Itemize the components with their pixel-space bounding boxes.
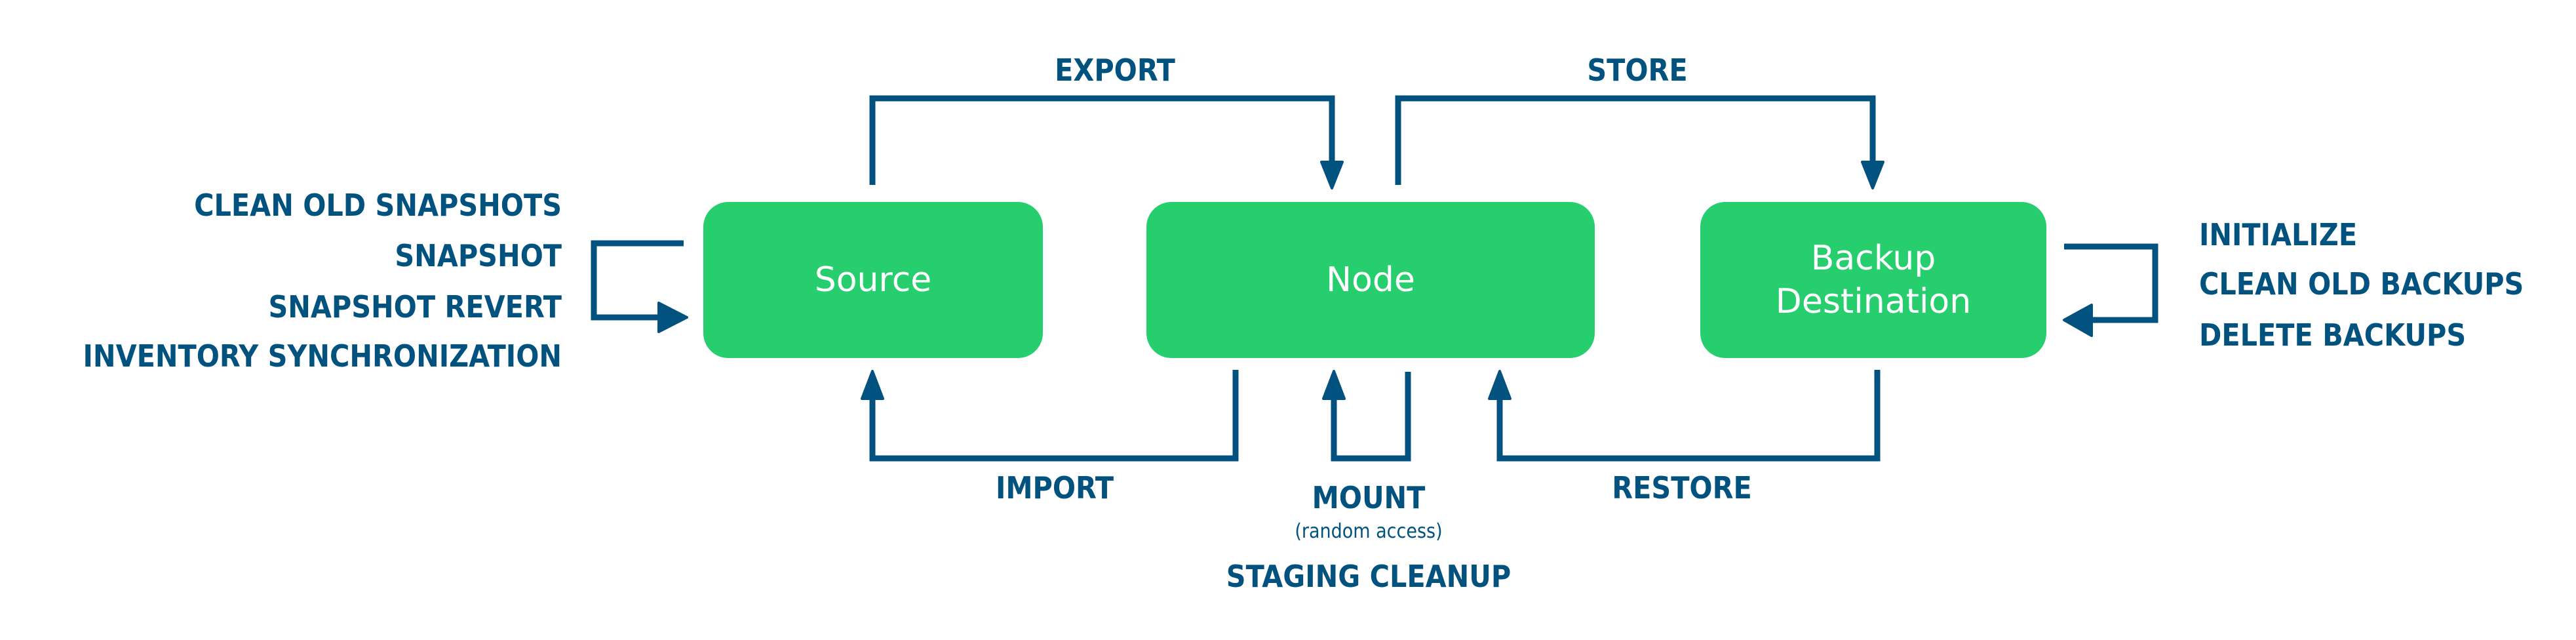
backup-op-delete-backups: DELETE BACKUPS xyxy=(2199,317,2467,353)
source-op-inventory-sync: INVENTORY SYNCHRONIZATION xyxy=(83,338,562,374)
backup-node-label-line2: Destination xyxy=(1775,282,1972,321)
mount-note-label: (random access) xyxy=(1295,520,1443,543)
staging-cleanup-label: STAGING CLEANUP xyxy=(1226,559,1512,594)
source-op-snapshot: SNAPSHOT xyxy=(395,238,562,273)
mount-arrowhead-icon xyxy=(1322,370,1346,400)
source-op-clean-old-snapshots: CLEAN OLD SNAPSHOTS xyxy=(194,188,562,223)
export-connector xyxy=(869,95,1335,185)
mount-label: MOUNT xyxy=(1312,480,1426,515)
backup-op-clean-old-backups: CLEAN OLD BACKUPS xyxy=(2199,266,2524,302)
import-connector xyxy=(869,370,1239,462)
restore-label: RESTORE xyxy=(1612,470,1752,506)
store-arrowhead-icon xyxy=(1861,161,1884,190)
store-connector xyxy=(1395,95,1876,185)
backup-loop-arrowhead-icon xyxy=(2063,304,2093,337)
backup-node-label-line1: Backup xyxy=(1810,239,1936,278)
backup-op-initialize: INITIALIZE xyxy=(2199,217,2358,252)
source-op-snapshot-revert: SNAPSHOT REVERT xyxy=(268,289,562,325)
source-loop-arrowhead-icon xyxy=(657,302,688,333)
import-arrowhead-icon xyxy=(861,370,884,400)
backup-destination-node: Backup Destination xyxy=(1700,202,2046,358)
mount-connector xyxy=(1331,372,1411,462)
store-label: STORE xyxy=(1587,52,1688,88)
source-loop-connector xyxy=(591,240,684,321)
restore-connector xyxy=(1496,370,1881,462)
source-node: Source xyxy=(703,202,1043,358)
restore-arrowhead-icon xyxy=(1488,370,1512,400)
export-label: EXPORT xyxy=(1055,52,1175,88)
node-node-label: Node xyxy=(1326,260,1415,300)
export-arrowhead-icon xyxy=(1320,161,1344,190)
source-node-label: Source xyxy=(814,260,932,300)
node-node: Node xyxy=(1146,202,1595,358)
import-label: IMPORT xyxy=(995,470,1114,506)
backup-loop-connector xyxy=(2064,243,2158,323)
